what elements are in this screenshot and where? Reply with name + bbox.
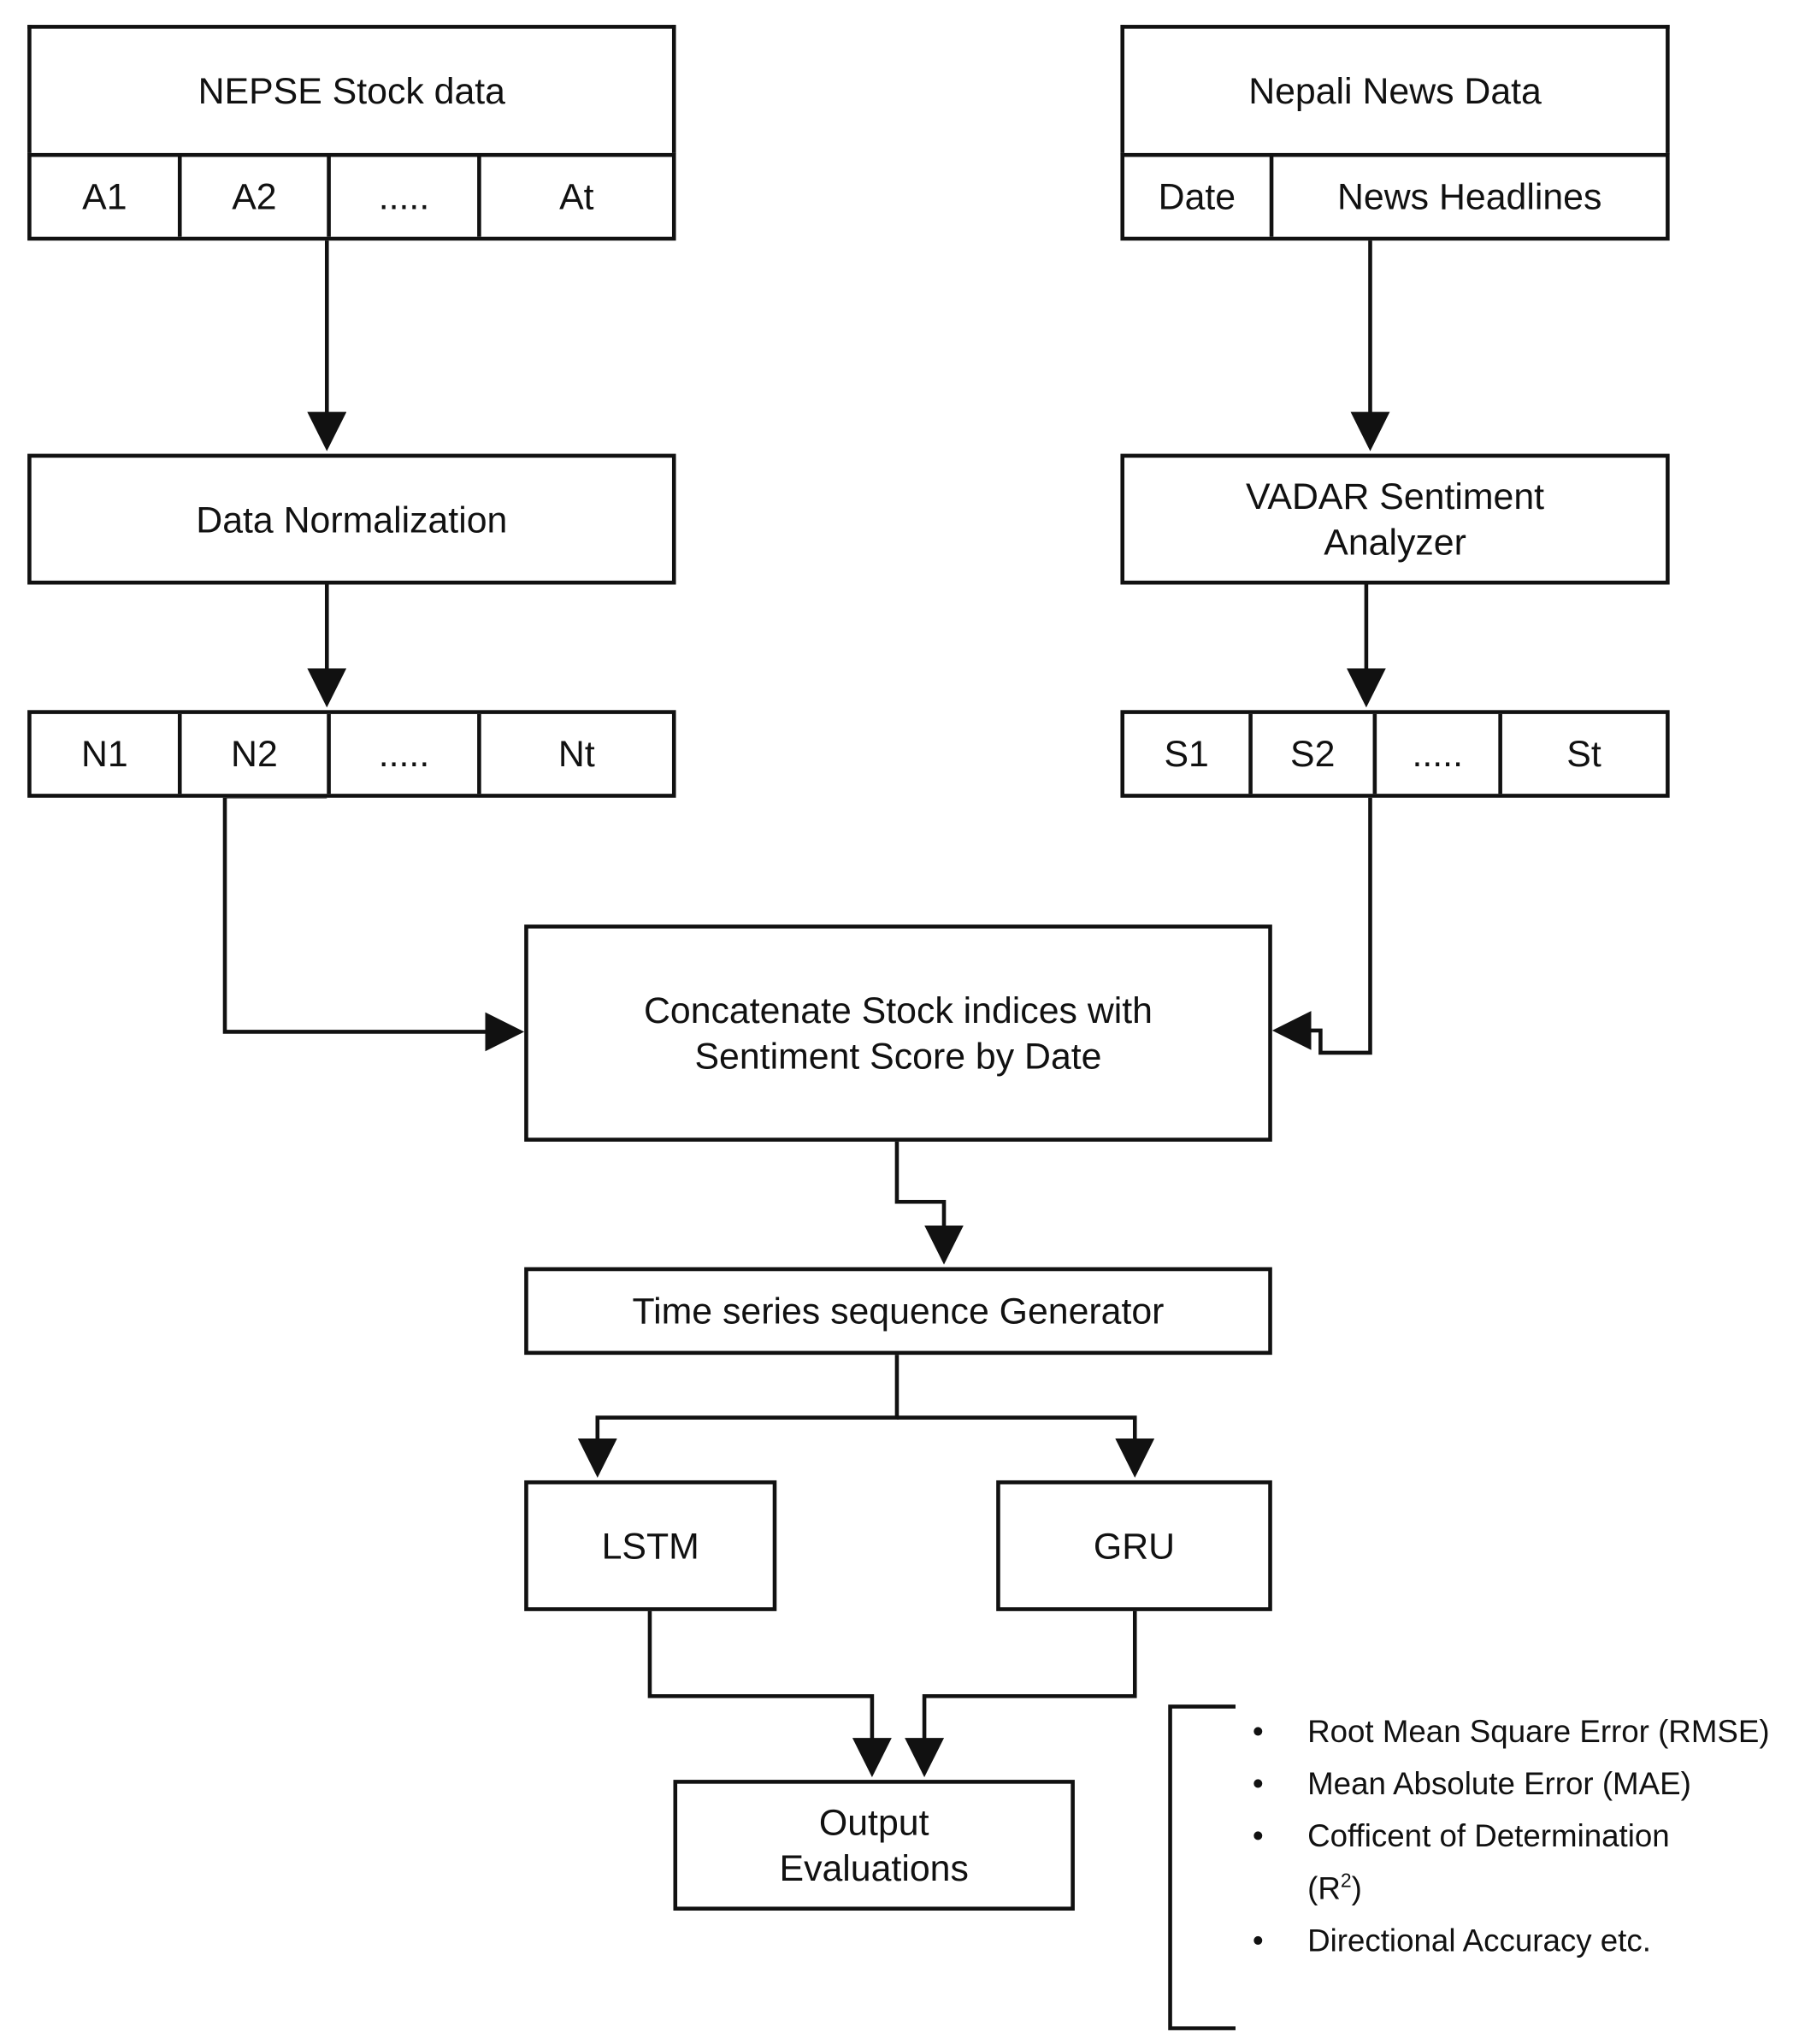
news-cell-date: Date [1124, 157, 1274, 237]
stock-table-cells: A1 A2 ..... At [27, 152, 676, 241]
metric-r2-superscript: 2 [1340, 1870, 1352, 1893]
normalized-cell-n1: N1 [32, 713, 182, 795]
stock-cell-at: At [559, 175, 594, 217]
concatenate-line1: Concatenate Stock indices with [643, 990, 1153, 1031]
lstm-label: LSTM [601, 1525, 699, 1567]
metric-mae: Mean Absolute Error (MAE) [1229, 1759, 1791, 1811]
sequence-generator-box: Time series sequence Generator [524, 1267, 1272, 1356]
arrow-concatenate-to-generator [894, 1140, 964, 1265]
score-cell-st: St [1566, 733, 1601, 774]
arrow-gru-to-output [905, 1610, 1137, 1778]
sentiment-scores-row: S1 S2 ..... St [1120, 710, 1670, 798]
arrow-generator-to-gru [896, 1415, 1155, 1478]
arrow-generator-to-lstm [577, 1353, 900, 1478]
metric-rmse: Root Mean Square Error (RMSE) [1229, 1706, 1791, 1758]
arrow-scores-to-concatenate [1271, 796, 1372, 1055]
news-table-title-text: Nepali News Data [1248, 70, 1542, 111]
lstm-box: LSTM [524, 1480, 777, 1611]
output-line2: Evaluations [779, 1847, 969, 1889]
stock-table-title-text: NEPSE Stock data [198, 70, 505, 111]
score-cell-s1: S1 [1124, 713, 1253, 795]
metrics-bracket [1168, 1704, 1236, 2030]
normalized-values-row: N1 N2 ..... Nt [27, 710, 676, 798]
sentiment-analyzer-line2: Analyzer [1324, 522, 1466, 563]
concatenate-line2: Sentiment Score by Date [694, 1036, 1102, 1077]
sentiment-analyzer-box: VADAR Sentiment Analyzer [1120, 453, 1670, 585]
metric-r2-suffix: ) [1351, 1871, 1362, 1907]
news-table-cells: Date News Headlines [1120, 152, 1670, 241]
stock-table-title: NEPSE Stock data [27, 25, 676, 155]
arrow-normalized-to-concatenate [222, 794, 525, 1052]
arrow-lstm-to-output [647, 1610, 892, 1778]
stock-cell-a2: A2 [182, 157, 331, 237]
score-cell-s2: S2 [1253, 713, 1377, 795]
sentiment-analyzer-line1: VADAR Sentiment [1246, 476, 1545, 517]
metric-r2: Cofficent of Determination (R2) [1229, 1811, 1791, 1916]
news-table-title: Nepali News Data [1120, 25, 1670, 155]
metric-r2-prefix: (R [1307, 1871, 1341, 1907]
metric-r2-label: Cofficent of Determination [1307, 1818, 1670, 1855]
data-normalization-box: Data Normalization [27, 453, 676, 585]
data-normalization-label: Data Normalization [196, 499, 508, 540]
output-evaluations-box: Output Evaluations [673, 1780, 1075, 1911]
news-cell-headlines: News Headlines [1337, 175, 1602, 217]
normalized-cell-ellipsis: ..... [331, 713, 481, 795]
stock-cell-ellipsis: ..... [331, 157, 481, 237]
normalized-cell-n2: N2 [182, 713, 331, 795]
metrics-list: Root Mean Square Error (RMSE) Mean Absol… [1229, 1706, 1791, 1968]
output-line1: Output [818, 1802, 929, 1843]
metric-directional-accuracy: Directional Accuracy etc. [1229, 1916, 1791, 1968]
normalized-cell-nt: Nt [557, 733, 595, 774]
gru-label: GRU [1093, 1525, 1176, 1567]
stock-cell-a1: A1 [32, 157, 182, 237]
gru-box: GRU [996, 1480, 1272, 1611]
concatenate-box: Concatenate Stock indices with Sentiment… [524, 925, 1272, 1142]
score-cell-ellipsis: ..... [1377, 713, 1502, 795]
sequence-generator-label: Time series sequence Generator [632, 1291, 1165, 1332]
